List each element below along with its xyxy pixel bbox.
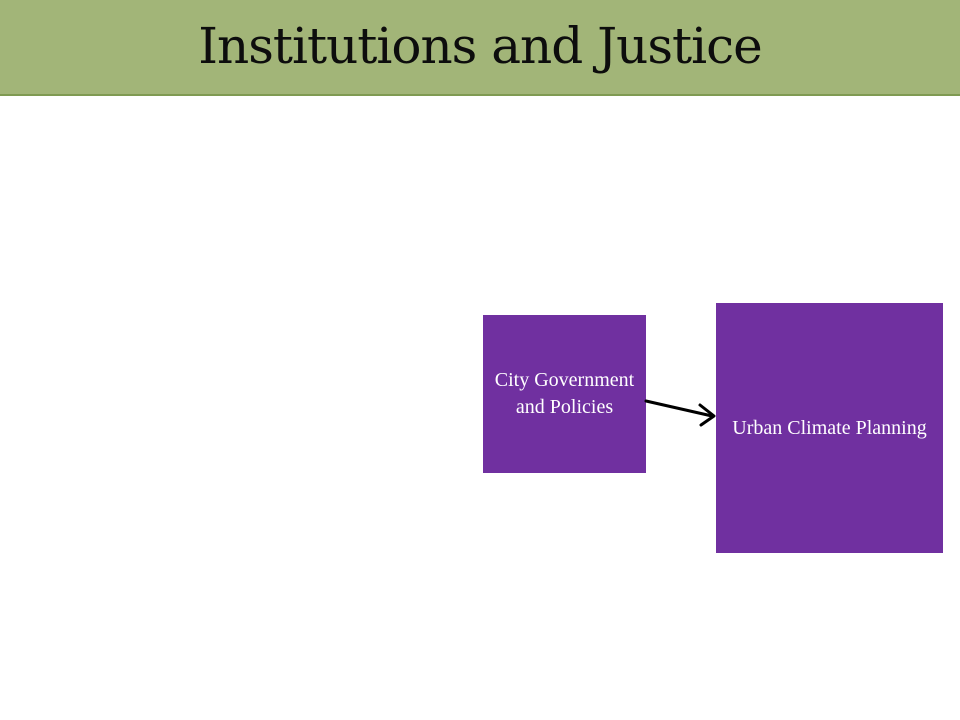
node-label-urban-climate-planning: Urban Climate Planning	[732, 416, 927, 439]
node-urban-climate-planning: Urban Climate Planning	[716, 303, 943, 553]
arrow-head-icon	[698, 403, 716, 427]
slide-title: Institutions and Justice	[198, 17, 762, 75]
arrow-line	[644, 399, 714, 418]
title-bar: Institutions and Justice	[0, 0, 960, 96]
node-city-government: City Government and Policies	[483, 315, 646, 473]
node-label-city-government: City Government and Policies	[494, 369, 635, 418]
